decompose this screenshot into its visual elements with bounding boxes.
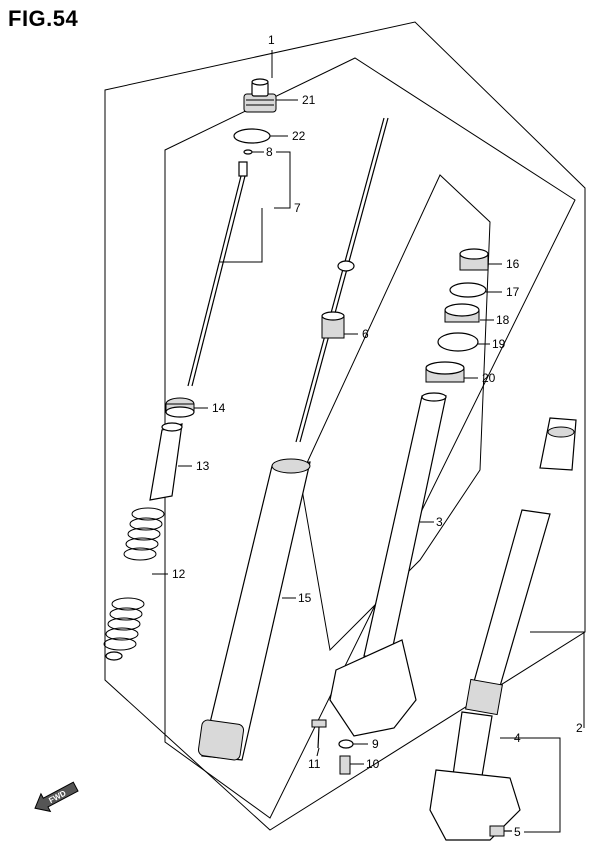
figure-title: FIG.54 xyxy=(8,6,79,31)
callout-9: 9 xyxy=(372,737,379,751)
callout-19: 19 xyxy=(492,337,506,351)
spacer-tube xyxy=(149,422,183,501)
stopper-ring-19 xyxy=(437,332,479,352)
o-ring xyxy=(233,128,271,144)
callout-18: 18 xyxy=(496,313,510,327)
inner-tube-group-outline xyxy=(299,174,491,652)
bolt-11 xyxy=(311,719,327,749)
callout-10: 10 xyxy=(366,757,380,771)
washer-17 xyxy=(449,282,487,298)
fwd-arrow-icon: FWD xyxy=(34,781,79,813)
callout-6: 6 xyxy=(362,327,369,341)
callout-17: 17 xyxy=(506,285,520,299)
callout-7: 7 xyxy=(294,201,301,215)
oil-seal-18 xyxy=(444,303,480,323)
callout-numbers: 1 2 3 4 5 6 7 8 9 10 11 12 13 14 15 16 1… xyxy=(172,33,583,839)
bushing-16 xyxy=(459,248,489,271)
fork-leg-assembly xyxy=(429,417,577,841)
fork-spring xyxy=(103,507,165,661)
inner-tube xyxy=(329,392,447,737)
washer-8 xyxy=(243,149,253,155)
inner-rod xyxy=(295,117,389,443)
leader-lines xyxy=(152,50,585,833)
callout-8: 8 xyxy=(266,145,273,159)
callout-16: 16 xyxy=(506,257,520,271)
outer-tube xyxy=(197,458,311,761)
bleed-screw xyxy=(489,825,512,837)
callout-1: 1 xyxy=(268,33,275,47)
callout-12: 12 xyxy=(172,567,186,581)
fork-cap xyxy=(243,78,277,113)
callout-4: 4 xyxy=(514,731,521,745)
washer-9 xyxy=(338,739,354,749)
callout-3: 3 xyxy=(436,515,443,529)
bolt-10 xyxy=(339,755,351,775)
callout-14: 14 xyxy=(212,401,226,415)
callout-21: 21 xyxy=(302,93,316,107)
assembly-1-outline xyxy=(104,21,586,831)
callout-5: 5 xyxy=(514,825,521,839)
callout-22: 22 xyxy=(292,129,306,143)
callout-13: 13 xyxy=(196,459,210,473)
dust-seal-20 xyxy=(425,361,465,383)
callout-20: 20 xyxy=(482,371,496,385)
spring-seat xyxy=(165,397,195,418)
callout-2: 2 xyxy=(576,721,583,735)
damper-rod xyxy=(187,161,248,387)
callout-11: 11 xyxy=(308,757,321,771)
callout-15: 15 xyxy=(298,591,312,605)
